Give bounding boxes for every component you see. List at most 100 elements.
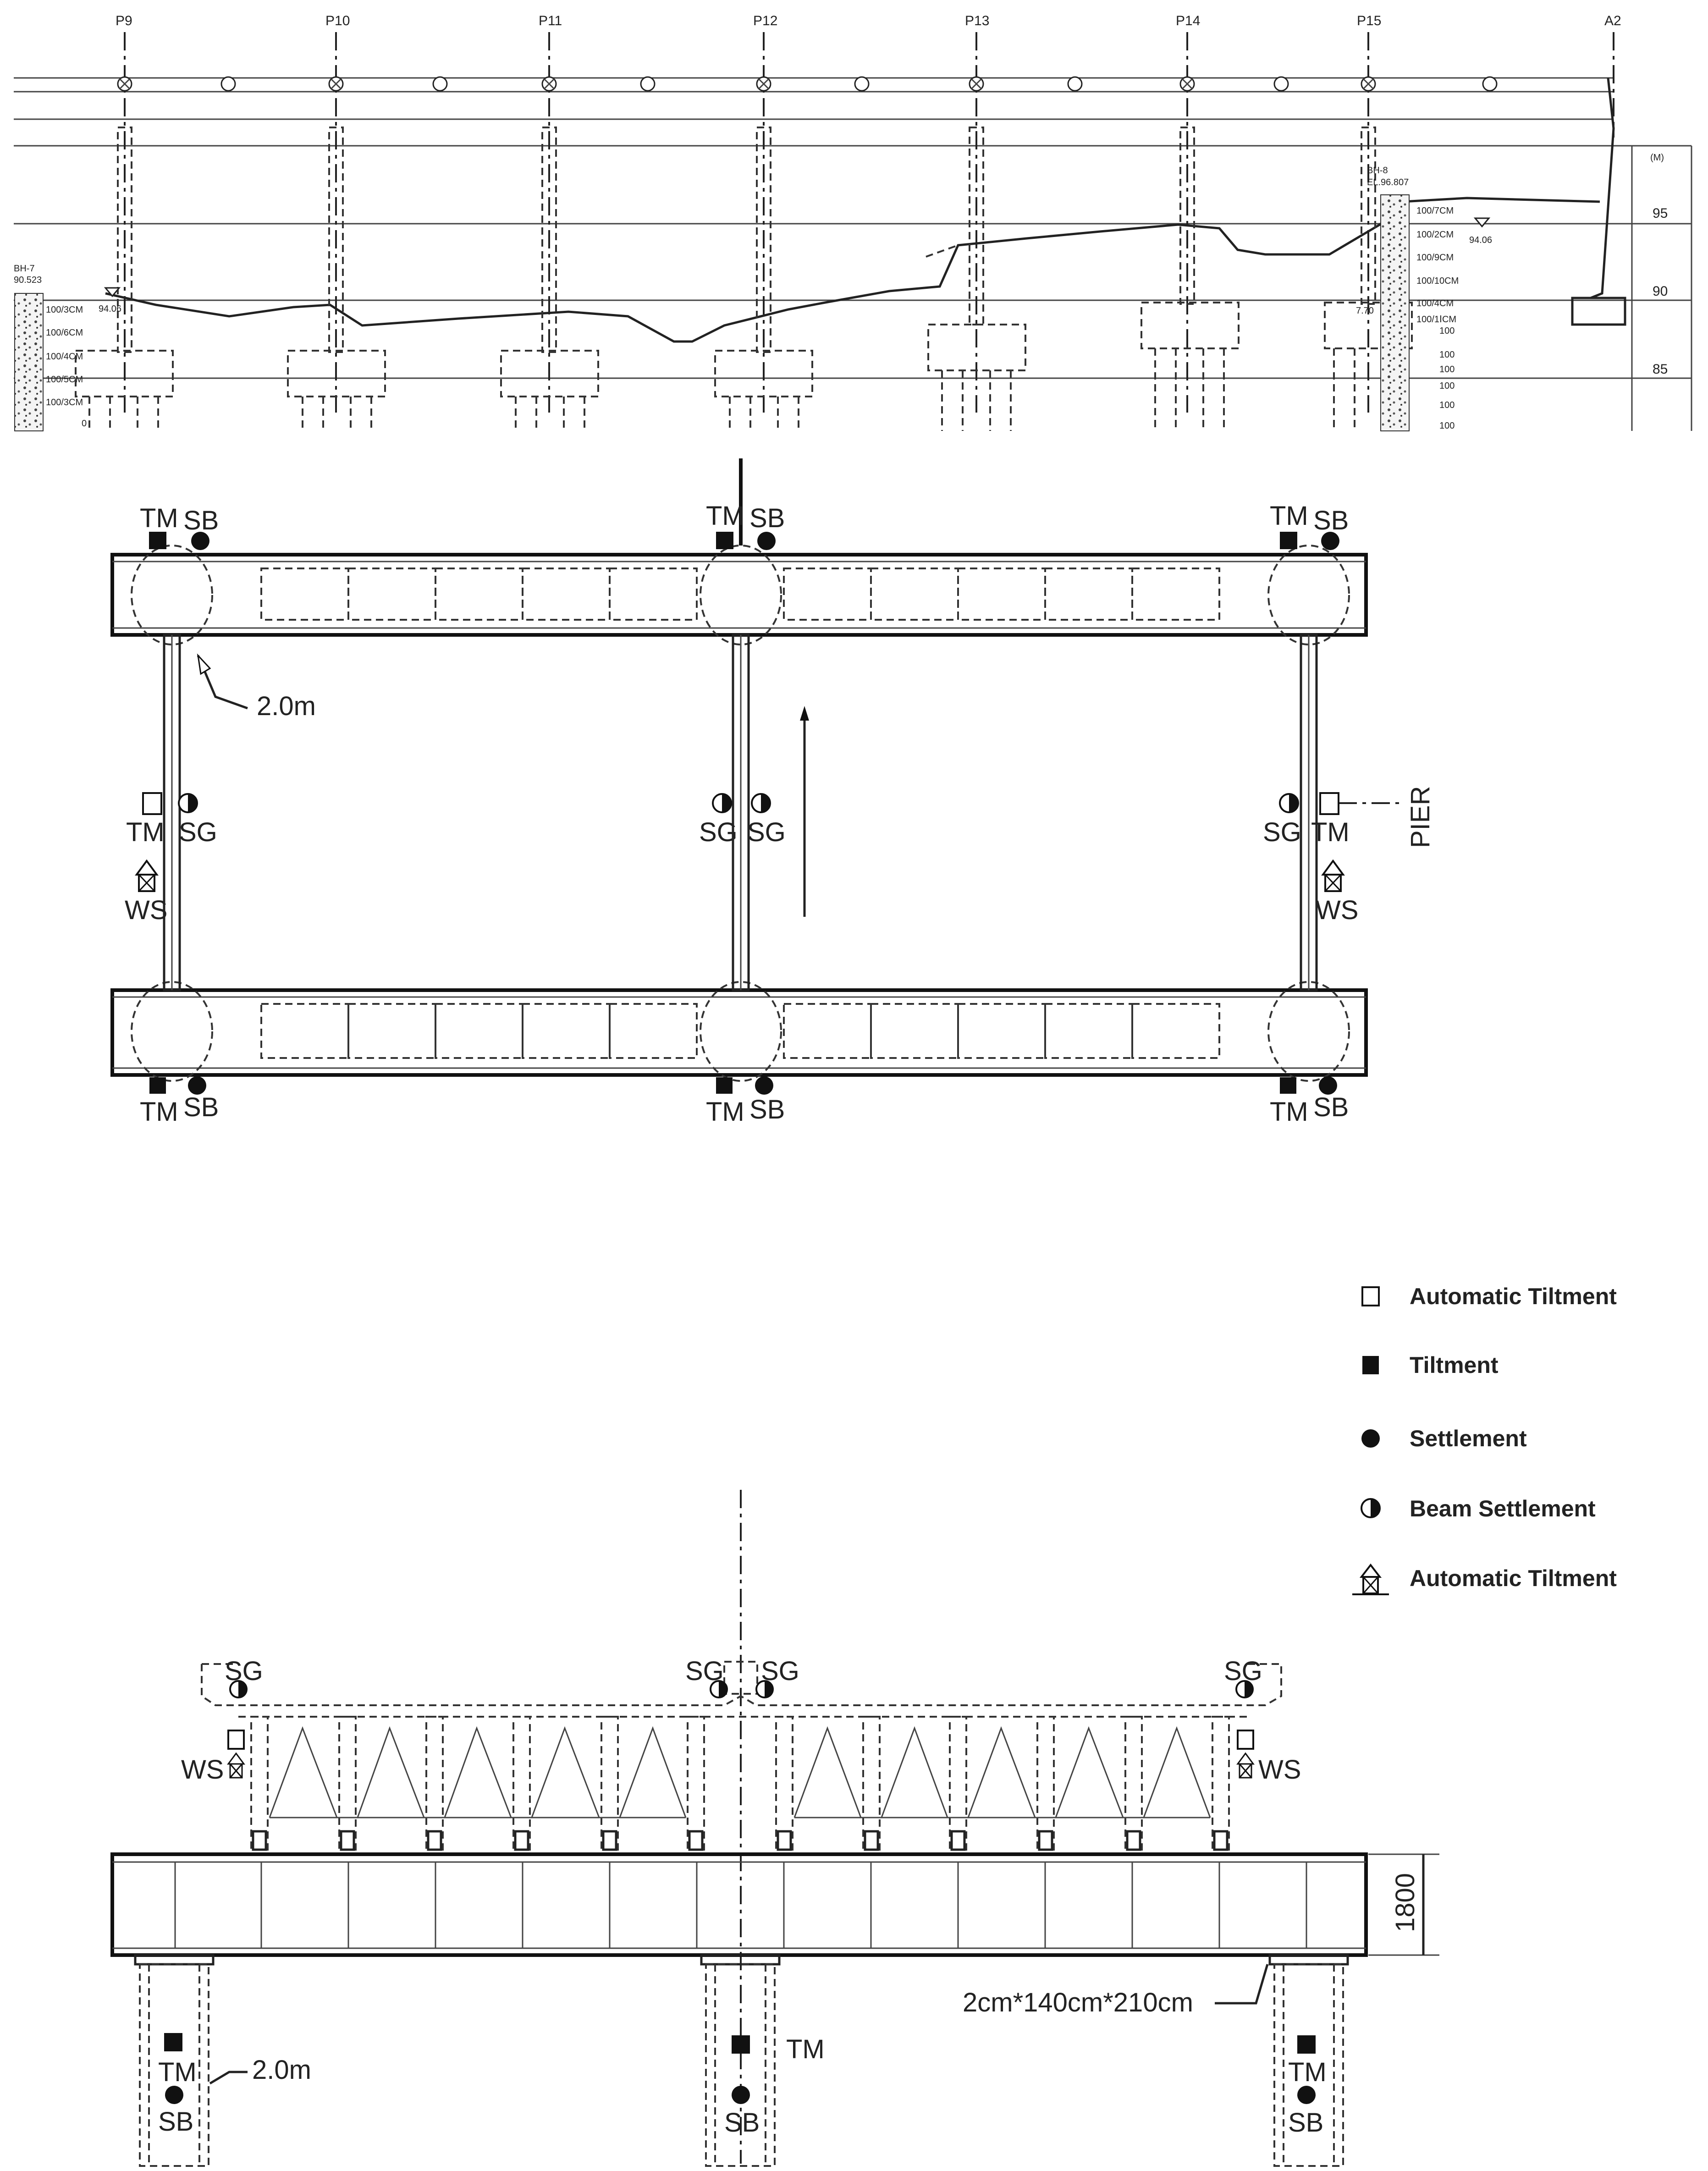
sb-label: SB	[749, 503, 785, 533]
settlement-icon	[191, 532, 209, 550]
column-outlines	[131, 545, 1350, 1082]
pier-P15: P15	[1324, 13, 1413, 413]
girder-instruments-center: SG SG	[699, 793, 786, 847]
abutment-A2: A2	[1571, 13, 1626, 326]
borehole-name: BH-8	[1367, 165, 1388, 176]
longitudinal-profile: (M) 95 90 85 P9 P10 P11	[14, 13, 1692, 431]
automatic-tiltment-icon	[142, 792, 162, 815]
spt-value: 100/2CM	[1416, 230, 1454, 240]
tm-label: TM	[706, 1097, 744, 1127]
sb-label: SB	[749, 1095, 785, 1124]
pier-label-P10: P10	[325, 13, 350, 28]
water-level-value: 94.06	[1469, 235, 1492, 245]
ground-line	[105, 197, 1600, 343]
pier-label-P12: P12	[753, 13, 777, 28]
tiltment-icon	[1297, 2035, 1316, 2054]
girder-instruments-left: TM SG WS	[125, 792, 217, 925]
sb-label: SB	[1313, 1092, 1349, 1122]
automatic-tiltment-house-icon	[1321, 859, 1345, 892]
bearing-cross	[1181, 78, 1193, 90]
bearing-marker	[640, 76, 656, 92]
pier-column	[328, 127, 344, 353]
beam-settlement-fill	[188, 794, 197, 812]
tiltment-icon	[1280, 1077, 1296, 1094]
pier-P10: P10	[287, 13, 386, 413]
pier-label-P14: P14	[1176, 13, 1200, 28]
borehole-log	[1380, 194, 1410, 431]
pier-cap-divisions	[174, 1862, 1307, 1948]
deck-slab	[201, 1663, 1282, 1706]
instrument-group-top-center: TM SB	[706, 501, 785, 550]
pile-cap	[75, 350, 174, 397]
legend-item: Beam Settlement	[1361, 1496, 1596, 1521]
ws-label: WS	[1258, 1755, 1301, 1785]
sg-label: SG	[1263, 817, 1301, 847]
spt-value: 100	[1439, 421, 1455, 431]
tiltment-icon	[149, 532, 166, 549]
pier-column	[1361, 127, 1376, 305]
settlement-icon	[188, 1076, 206, 1095]
bearing-cross	[330, 78, 342, 90]
elevation-tick-90: 90	[1653, 284, 1668, 299]
legend-label: Automatic Tiltment	[1410, 1565, 1617, 1591]
sb-label: SB	[158, 2107, 193, 2137]
cap-beam-top	[110, 553, 1368, 637]
top-instruments-right: SG WS	[1224, 1656, 1301, 1785]
sg-label: SG	[747, 817, 786, 847]
sb-label: SB	[724, 2108, 760, 2138]
instrument-group-bottom-center: TM SB	[706, 1076, 785, 1127]
tm-label: TM	[140, 503, 178, 533]
water-level-icon	[104, 287, 121, 298]
sg-label: SG	[699, 817, 738, 847]
sb-label: SB	[1313, 506, 1349, 535]
settlement-icon	[757, 532, 776, 550]
ground-line-rise	[926, 244, 959, 258]
tm-label: TM	[1270, 501, 1308, 531]
pier-label: PIER	[1405, 786, 1435, 848]
borehole-bottom: 0	[82, 419, 87, 429]
tiltment-icon	[732, 2035, 750, 2054]
settlement-icon	[755, 1076, 773, 1095]
water-level-icon	[1473, 217, 1491, 228]
tm-label: TM	[1288, 2057, 1327, 2087]
dimension-label: 2.0m	[257, 691, 316, 721]
pier-cap	[110, 1852, 1368, 1957]
beam-cells-top	[260, 568, 1220, 621]
legend-label: Beam Settlement	[1410, 1496, 1596, 1521]
pier-label-P11: P11	[539, 13, 562, 28]
spt-value: 100/7CM	[1416, 206, 1454, 216]
half-circle-fill	[1371, 1499, 1380, 1517]
pier-label-A2: A2	[1604, 13, 1621, 28]
pile-cap	[1141, 302, 1240, 349]
sb-label: SB	[183, 506, 219, 535]
house-cross-icon	[1352, 1563, 1389, 1595]
legend-item: Automatic Tiltment	[1361, 1284, 1617, 1309]
borehole-name: BH-7	[14, 264, 35, 274]
elevation-tick-85: 85	[1653, 362, 1668, 377]
bearing-marker	[1482, 76, 1498, 92]
automatic-tiltment-icon	[1237, 1730, 1254, 1750]
pad-spec-leader	[1215, 1964, 1269, 2005]
bearing-marker	[220, 76, 236, 92]
beam-settlement-fill	[722, 794, 731, 812]
water-level-left: 94.06	[99, 287, 121, 314]
abutment-wall	[1590, 77, 1615, 299]
pier-label-P13: P13	[965, 13, 989, 28]
beam-settlement-fill	[238, 1681, 247, 1697]
tiltment-icon	[1280, 532, 1297, 549]
bearing-marker	[1273, 76, 1289, 92]
legend-label: Automatic Tiltment	[1410, 1284, 1617, 1309]
bearing-cross	[970, 78, 982, 90]
bearing-marker	[1067, 76, 1083, 92]
bearings-elevation	[252, 1830, 1229, 1851]
beam-settlement-fill	[1289, 794, 1298, 812]
automatic-tiltment-house-icon	[227, 1752, 245, 1779]
pier-P13: P13	[927, 13, 1026, 413]
pier-column	[1179, 127, 1195, 305]
settlement-icon	[1321, 532, 1339, 550]
borehole-BH-8: BH-8 EL.96.807 7.70 100/7CM 100/2CM 100/…	[1356, 165, 1459, 431]
arrow-head-icon	[800, 706, 809, 721]
sg-label: SG	[225, 1656, 263, 1686]
girders	[163, 634, 1318, 992]
spt-value: 100/4CM	[1416, 298, 1454, 309]
